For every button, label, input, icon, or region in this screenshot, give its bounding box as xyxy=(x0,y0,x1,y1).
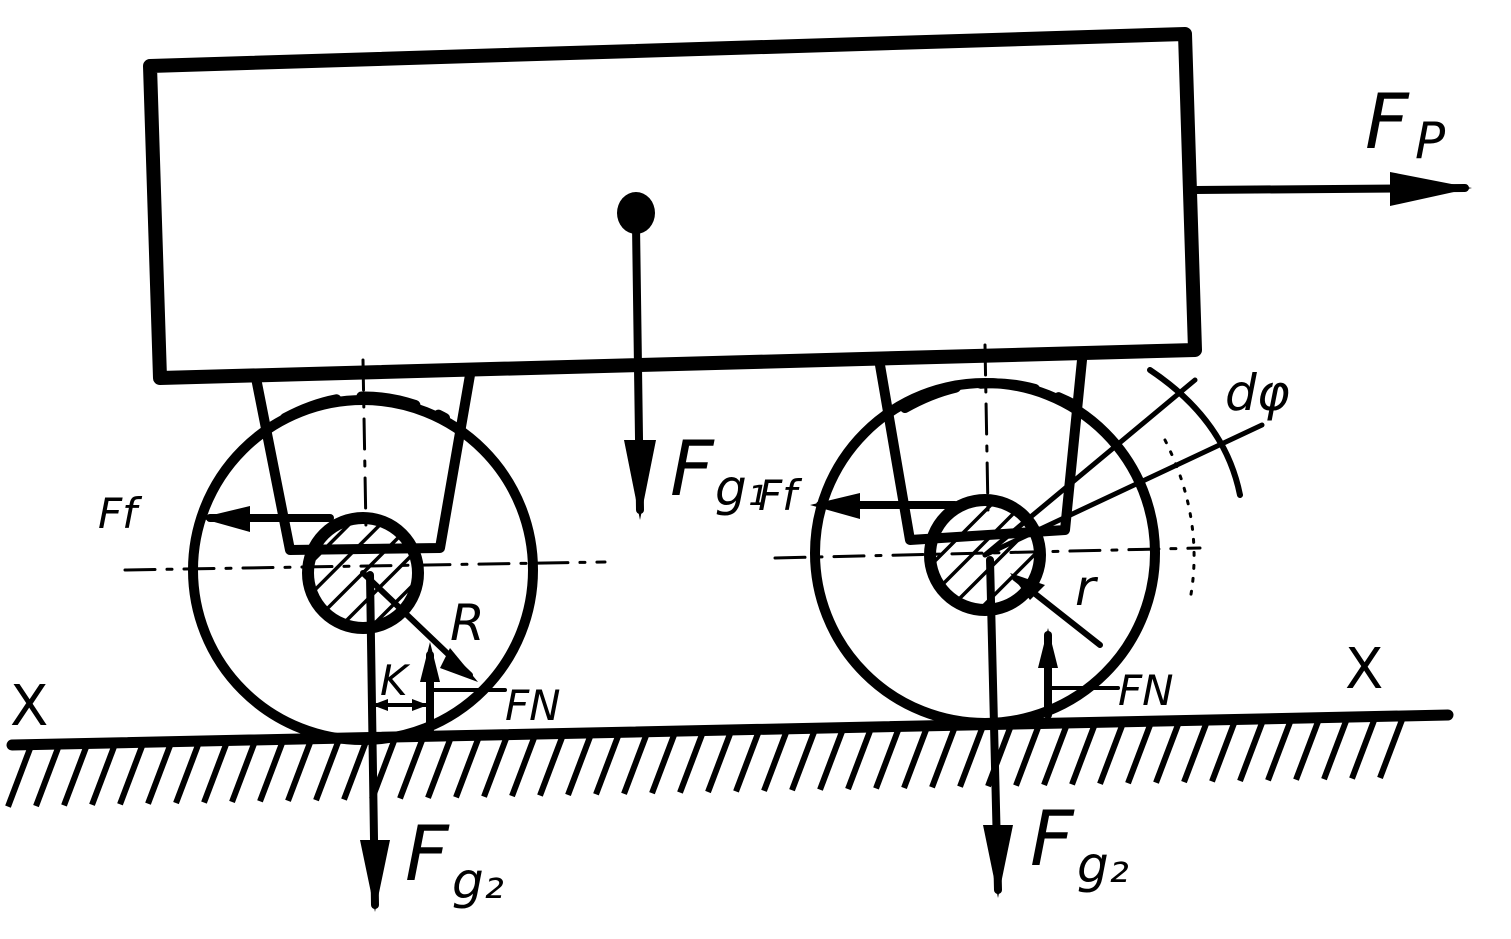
label-axis-x-right: X xyxy=(1345,637,1383,702)
normal-force-left xyxy=(420,642,507,734)
label-fg1-subscript: g₁ xyxy=(715,459,767,517)
label-radius-R: R xyxy=(450,594,485,652)
left-wheel-vertical-centerline xyxy=(361,358,368,532)
ground-hatch-tick xyxy=(621,734,649,795)
left-wheel-horizontal-centerline xyxy=(123,560,607,572)
label-axis-x-left: X xyxy=(10,674,48,739)
ground-hatch-tick xyxy=(901,728,929,789)
ground-hatch-tick xyxy=(1125,724,1153,785)
right-bracket-arc xyxy=(900,378,1080,413)
ground-hatch-tick xyxy=(285,741,313,802)
ground-hatch-tick xyxy=(397,739,425,800)
ground-hatch-tick xyxy=(1153,723,1181,784)
ground-line xyxy=(6,709,1454,751)
ground-hatch-tick xyxy=(1349,719,1377,780)
ground-hatch-tick xyxy=(313,741,341,802)
left-bracket-arc xyxy=(280,391,450,423)
ground-hatch-tick xyxy=(5,747,33,808)
dphi-ray-upper xyxy=(982,377,1198,558)
label-fn-right: FN xyxy=(1118,666,1174,715)
pulling-force-arrow-fp xyxy=(1191,172,1472,206)
ground-hatch-tick xyxy=(1069,725,1097,786)
ground-hatch-tick xyxy=(1377,718,1405,780)
ground-hatch-tick xyxy=(593,735,621,796)
label-fg2-right-subscript: g₂ xyxy=(1077,836,1129,894)
ground-hatch-tick xyxy=(761,731,789,792)
ground-hatch-tick xyxy=(1209,722,1237,783)
offset-k-dimension xyxy=(370,699,430,711)
ground-hatch-tick xyxy=(453,738,481,799)
label-fn-left: FN xyxy=(505,681,561,730)
ground-hatch-tick xyxy=(537,736,565,797)
friction-arrow-left xyxy=(200,506,334,532)
ground-hatch-tick xyxy=(229,742,257,804)
gravity-arrow-fg1 xyxy=(624,221,656,520)
label-radius-r: r xyxy=(1075,559,1099,617)
ground-hatch-tick xyxy=(425,738,453,799)
cart-body xyxy=(143,27,1202,385)
ground-hatch-tick xyxy=(1041,725,1069,787)
normal-force-right xyxy=(1038,628,1120,719)
ground-hatch-tick xyxy=(341,740,369,801)
ground-hatch-tick xyxy=(481,737,509,798)
ground-hatch-tick xyxy=(845,730,873,791)
label-k: K xyxy=(380,656,411,705)
left-wheel-assembly xyxy=(123,358,607,912)
ground-hatch-tick xyxy=(705,732,733,794)
ground-hatch-tick xyxy=(1265,721,1293,782)
label-fg2-left-subscript: g₂ xyxy=(452,852,504,910)
ground-hatch-tick xyxy=(1097,724,1125,785)
ground-hatch-tick xyxy=(61,746,89,807)
right-wheel-vertical-centerline xyxy=(983,343,990,512)
ground-hatch-tick xyxy=(1321,720,1349,781)
ground-hatch-tick xyxy=(929,728,957,789)
ground-hatch-tick xyxy=(985,727,1013,788)
ground-hatch-tick xyxy=(1013,726,1041,787)
ground-hatch-tick xyxy=(817,730,845,791)
ground-hatch-tick xyxy=(257,742,285,803)
ground-hatch-tick xyxy=(369,739,397,801)
label-fg2-right: F xyxy=(1030,794,1075,883)
label-dphi: dφ xyxy=(1225,364,1290,422)
ground-hatch-tick xyxy=(677,733,705,794)
ground-hatch-tick xyxy=(649,734,677,795)
dphi-arc xyxy=(1147,367,1243,498)
friction-arrow-right xyxy=(810,493,959,519)
ground-hatch-tick xyxy=(733,732,761,793)
ground-hatch-tick xyxy=(509,737,537,798)
ground-hatch-tick xyxy=(145,744,173,805)
center-of-mass-dot xyxy=(617,192,655,234)
label-fg1: F xyxy=(670,424,715,513)
ground-hatch-tick xyxy=(173,744,201,805)
ground-hatch-tick xyxy=(873,729,901,790)
label-fg2-left: F xyxy=(405,809,450,898)
ground-hatch-tick xyxy=(1293,720,1321,781)
ground-hatch-tick xyxy=(789,731,817,792)
right-wheel-horizontal-centerline xyxy=(773,546,1202,560)
ground-hatch-tick xyxy=(1237,721,1265,782)
label-fp-subscript: P xyxy=(1415,112,1446,170)
ground-hatch-tick xyxy=(89,745,117,806)
ground-hatching xyxy=(5,718,1405,808)
ground-hatch-tick xyxy=(1181,722,1209,784)
ground-hatch-tick xyxy=(33,746,61,808)
ground-hatch-tick xyxy=(565,735,593,796)
ground-hatch-tick xyxy=(117,745,145,806)
ground-hatch-tick xyxy=(957,727,985,788)
dphi-ray-lower xyxy=(982,422,1265,558)
label-ff-left: Ff xyxy=(98,489,143,538)
ground-hatch-tick xyxy=(201,743,229,804)
right-wheel-assembly xyxy=(773,343,1265,898)
label-fp: F xyxy=(1365,77,1410,166)
label-ff-right: Ff xyxy=(758,471,803,520)
